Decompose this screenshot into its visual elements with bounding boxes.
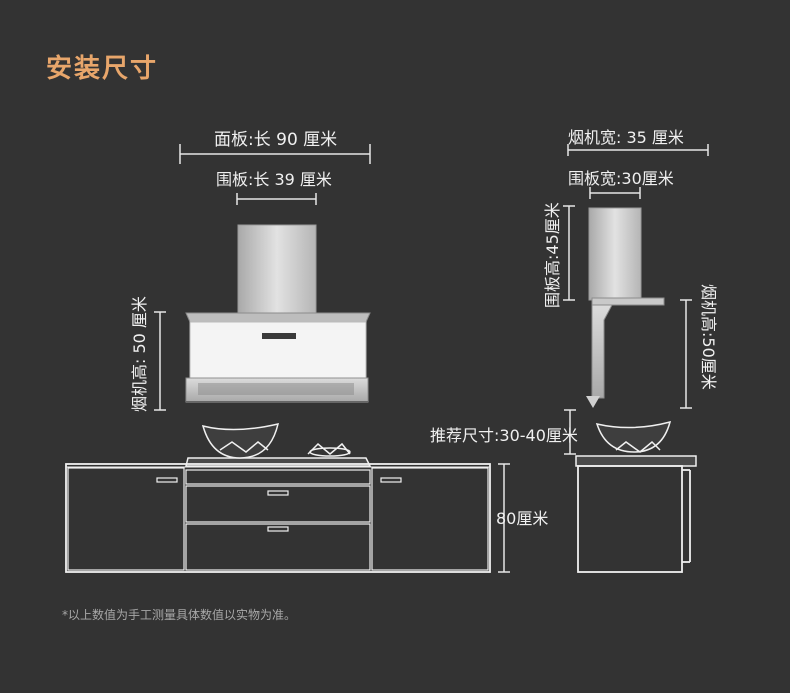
disclaimer-note: *以上数值为手工测量具体数值以实物为准。 <box>62 608 297 622</box>
cabinet-front <box>65 463 491 573</box>
shroud-length-label: 围板:长 39 厘米 <box>216 170 332 189</box>
hood-width-dimension <box>567 144 709 156</box>
recommended-size-label: 推荐尺寸:30-40厘米 <box>430 426 578 445</box>
stove-front <box>185 422 372 467</box>
hood-height-left-dimension <box>154 311 166 411</box>
hood-height-right-label: 烟机高:50厘米 <box>699 284 718 390</box>
cabinet-height-dimension <box>498 463 510 573</box>
cabinet-side <box>577 465 691 573</box>
hood-width-label: 烟机宽: 35 厘米 <box>568 128 684 147</box>
cabinet-height-label: 80厘米 <box>496 509 549 528</box>
shroud-height-dimension <box>563 205 575 301</box>
shroud-width-label: 围板宽:30厘米 <box>568 169 674 188</box>
range-hood-front <box>185 224 371 403</box>
hood-height-left-label: 烟机高: 50 厘米 <box>130 296 149 412</box>
shroud-width-dimension <box>589 187 641 199</box>
range-hood-side <box>586 207 665 408</box>
shroud-length-dimension <box>236 193 317 205</box>
shroud-height-label: 围板高:45厘米 <box>543 202 562 308</box>
panel-length-label: 面板:长 90 厘米 <box>214 130 338 150</box>
panel-length-dimension <box>179 144 371 164</box>
recommended-distance-dimension <box>564 409 576 455</box>
hood-height-right-dimension <box>680 299 692 409</box>
section-title: 安装尺寸 <box>46 54 159 84</box>
stove-side <box>575 420 697 467</box>
